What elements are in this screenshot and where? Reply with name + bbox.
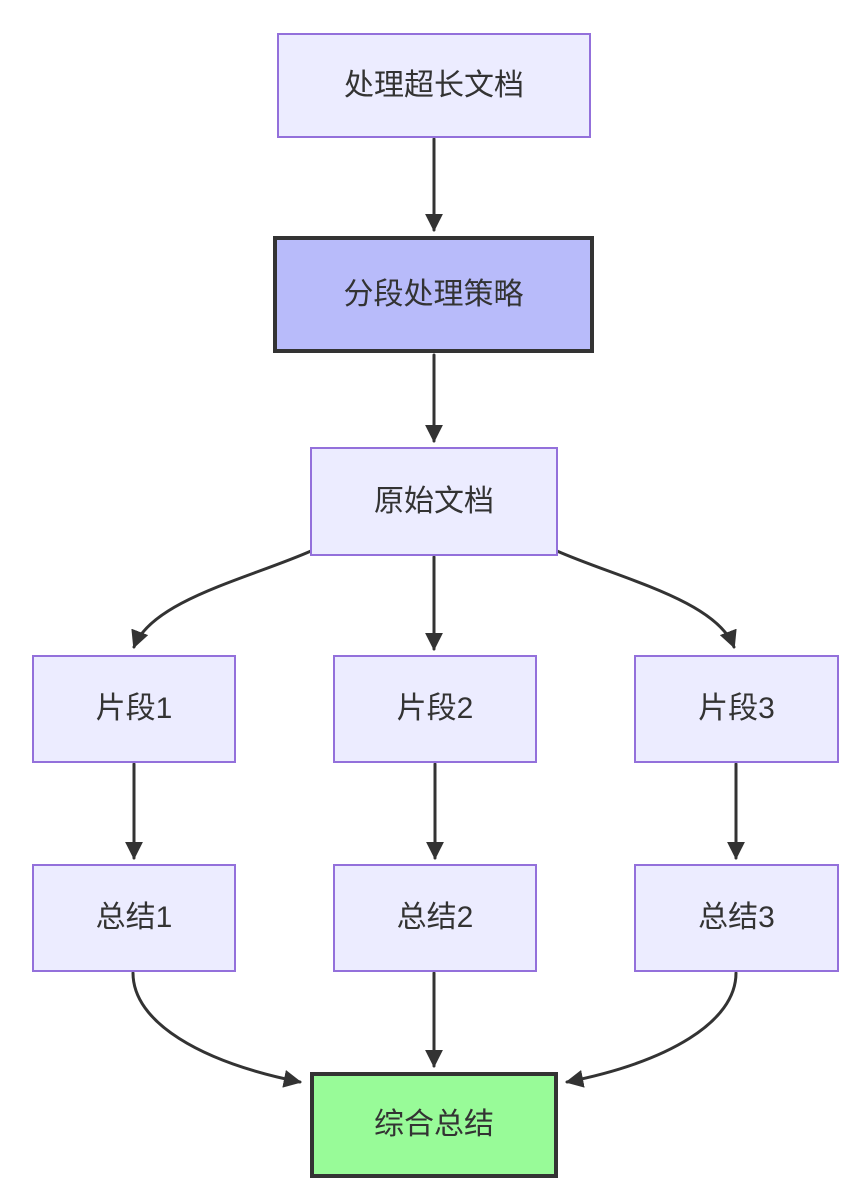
node-label: 总结1 (95, 901, 173, 934)
node-label: 总结3 (698, 901, 775, 934)
node-original-document: 原始文档 (310, 447, 558, 556)
edge-summary3-to-final (565, 971, 738, 1088)
node-label: 片段2 (396, 692, 474, 725)
edge-summary1-to-final (131, 971, 302, 1088)
node-summary-1: 总结1 (32, 864, 236, 972)
node-label: 总结2 (396, 901, 474, 934)
node-label: 片段3 (698, 692, 775, 725)
node-fragment-3: 片段3 (634, 655, 839, 763)
node-segmented-processing-strategy: 分段处理策略 (273, 236, 594, 353)
edge-source-to-fragment1 (131, 549, 313, 649)
node-summary-3: 总结3 (634, 864, 839, 972)
node-label: 分段处理策略 (343, 277, 524, 311)
node-comprehensive-summary: 综合总结 (310, 1072, 558, 1178)
node-label: 综合总结 (374, 1108, 494, 1141)
node-process-long-document: 处理超长文档 (277, 33, 591, 138)
node-label: 处理超长文档 (344, 68, 524, 102)
node-fragment-2: 片段2 (333, 655, 537, 763)
node-fragment-1: 片段1 (32, 655, 236, 763)
node-label: 片段1 (95, 692, 173, 725)
edge-source-to-fragment3 (555, 549, 737, 649)
node-summary-2: 总结2 (333, 864, 537, 972)
node-label: 原始文档 (374, 484, 494, 518)
